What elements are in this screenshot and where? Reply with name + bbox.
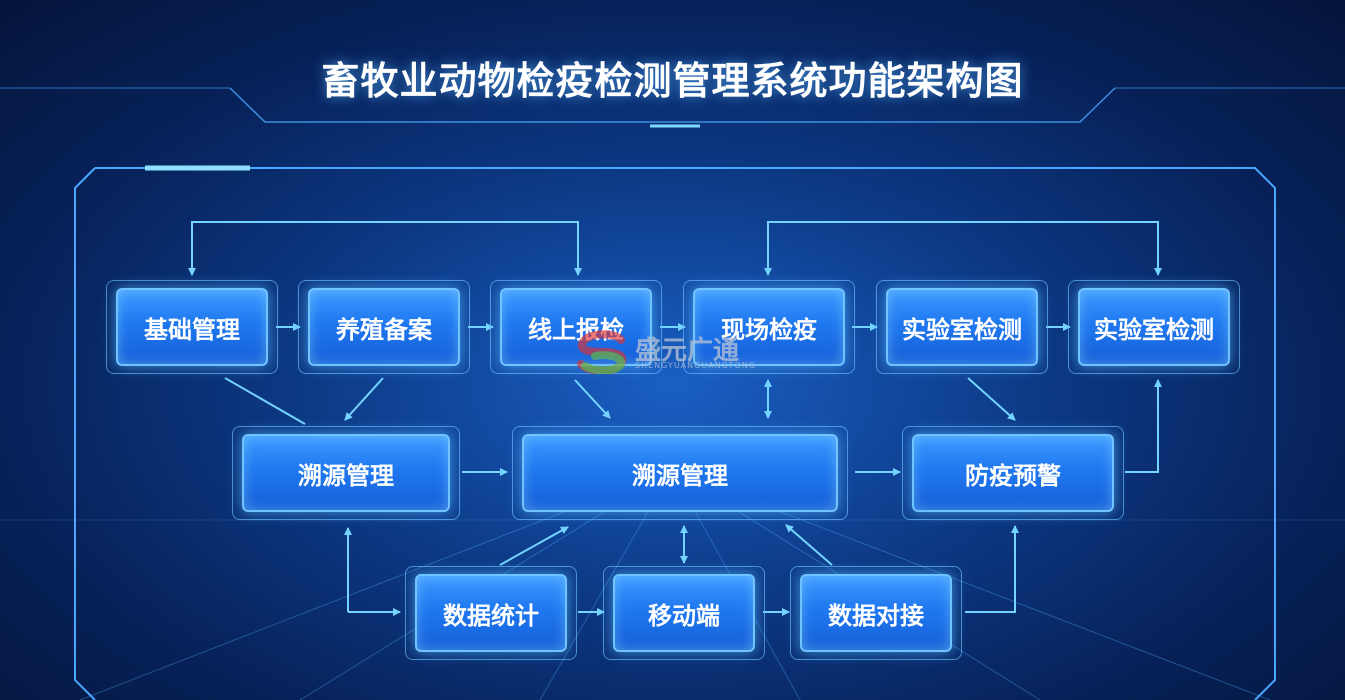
node-shuju-tongji[interactable]: 数据统计 xyxy=(415,574,567,652)
title-frame xyxy=(0,87,1345,128)
watermark-s-icon xyxy=(577,330,627,375)
node-fangyi-yujing[interactable]: 防疫预警 xyxy=(912,434,1114,512)
node-frame xyxy=(683,280,855,374)
node-frame xyxy=(232,426,460,520)
node-suyuan-guanli-center[interactable]: 溯源管理 xyxy=(522,434,838,512)
node-suyuan-guanli-left[interactable]: 溯源管理 xyxy=(242,434,450,512)
node-shiyanshi-jiance-2[interactable]: 实验室检测 xyxy=(1078,288,1230,366)
node-frame xyxy=(106,280,278,374)
node-frame xyxy=(490,280,662,374)
main-panel-frame xyxy=(74,165,1276,700)
node-jichu-guanli[interactable]: 基础管理 xyxy=(116,288,268,366)
node-frame xyxy=(603,566,765,660)
node-yidong-duan[interactable]: 移动端 xyxy=(613,574,755,652)
node-frame xyxy=(512,426,848,520)
node-frame xyxy=(1068,280,1240,374)
node-frame xyxy=(790,566,962,660)
watermark-logo: 盛元广通 SHENGYUANGUANGTONG xyxy=(575,330,785,375)
node-yangzhi-bei-an[interactable]: 养殖备案 xyxy=(308,288,460,366)
node-shuju-duijie[interactable]: 数据对接 xyxy=(800,574,952,652)
node-xianshang-baojian[interactable]: 线上报检 xyxy=(500,288,652,366)
page-title: 畜牧业动物检疫检测管理系统功能架构图 xyxy=(321,59,1024,103)
node-frame xyxy=(902,426,1124,520)
node-frame xyxy=(876,280,1048,374)
node-shiyanshi-jiance-1[interactable]: 实验室检测 xyxy=(886,288,1038,366)
connectors xyxy=(188,221,1162,616)
node-frame xyxy=(298,280,470,374)
node-frame xyxy=(405,566,577,660)
watermark-subtext: SHENGYUANGUANGTONG xyxy=(635,361,756,370)
node-xianchang-jianyi[interactable]: 现场检疫 xyxy=(693,288,845,366)
watermark-text: 盛元广通 xyxy=(635,336,740,366)
